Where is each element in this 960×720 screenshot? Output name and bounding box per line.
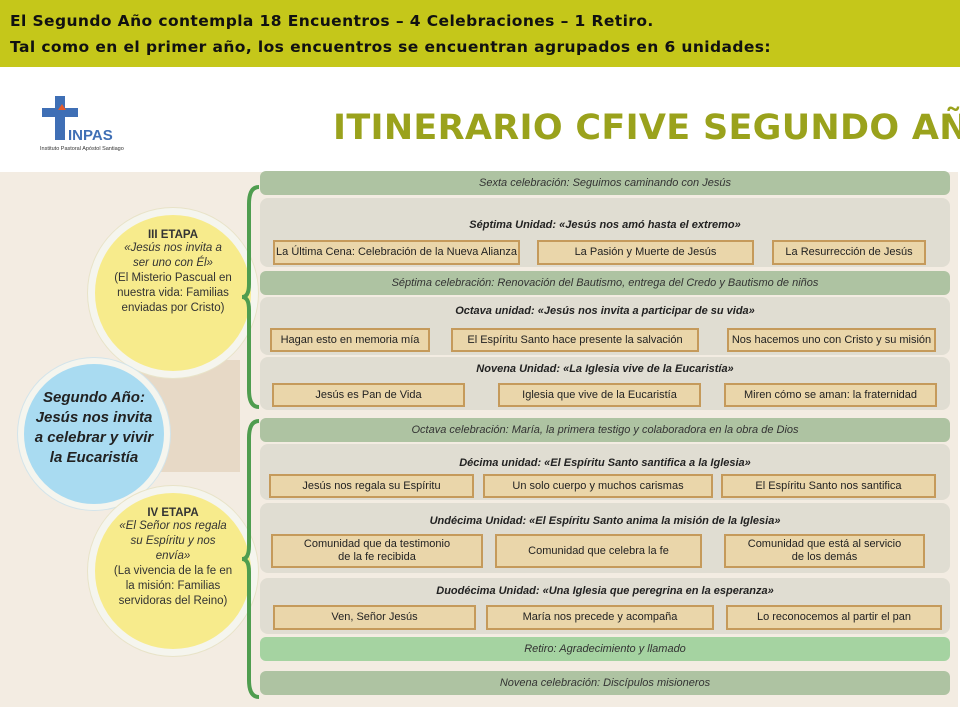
etapa-4-description: (La vivencia de la fe en la misión: Fami… (113, 565, 233, 607)
decima-unidad-title: Décima unidad: «El Espíritu Santo santif… (459, 457, 751, 469)
brace-etapa-4 (241, 419, 260, 699)
banner-line-2: Tal como en el primer año, los encuentro… (10, 38, 771, 56)
encuentro-box: Ven, Señor Jesús (273, 605, 476, 630)
encuentro-box: María nos precede y acompaña (486, 605, 714, 630)
septima-celebracion: Séptima celebración: Renovación del Baut… (260, 271, 950, 295)
encuentro-box: Comunidad que celebra la fe (495, 534, 702, 568)
etapa-4-title: IV ETAPA (147, 507, 199, 519)
segundo-ano-circle: Segundo Año: Jesús nos invita a celebrar… (18, 358, 170, 510)
etapa-4-quote: «El Señor nos regala su Espíritu y nos e… (119, 520, 227, 562)
etapa-3-title: III ETAPA (147, 229, 199, 241)
etapa-3-circle: III ETAPA «Jesús nos invita a ser uno co… (88, 208, 258, 378)
retiro: Retiro: Agradecimiento y llamado (260, 637, 950, 661)
encuentro-box: La Última Cena: Celebración de la Nueva … (273, 240, 520, 265)
header-banner: El Segundo Año contempla 18 Encuentros –… (0, 0, 960, 67)
encuentro-box: Jesús es Pan de Vida (272, 383, 465, 407)
septima-unidad-title: Séptima Unidad: «Jesús nos amó hasta el … (469, 219, 741, 231)
duodecima-unidad-title: Duodécima Unidad: «Una Iglesia que pereg… (436, 585, 774, 597)
logo-text: INPAS (68, 127, 113, 144)
encuentro-box: Iglesia que vive de la Eucaristía (498, 383, 701, 407)
etapa-3-description: (El Misterio Pascual en nuestra vida: Fa… (114, 272, 232, 314)
encuentro-box: Un solo cuerpo y muchos carismas (483, 474, 713, 498)
encuentro-box: Comunidad que da testimonio de la fe rec… (271, 534, 483, 568)
novena-celebracion: Novena celebración: Discípulos misionero… (260, 671, 950, 695)
encuentro-box: Lo reconocemos al partir el pan (726, 605, 942, 630)
segundo-ano-text: Segundo Año: Jesús nos invita a celebrar… (34, 389, 154, 466)
octava-celebracion: Octava celebración: María, la primera te… (260, 418, 950, 442)
brace-etapa-3 (241, 185, 260, 409)
encuentro-box: El Espíritu Santo nos santifica (721, 474, 936, 498)
page-title: ITINERARIO CFIVE SEGUNDO AÑO (333, 108, 960, 148)
octava-unidad-title: Octava unidad: «Jesús nos invita a parti… (455, 305, 755, 317)
banner-line-1: El Segundo Año contempla 18 Encuentros –… (10, 12, 654, 30)
encuentro-box: Miren cómo se aman: la fraternidad (724, 383, 937, 407)
encuentro-box: Hagan esto en memoria mía (270, 328, 430, 352)
encuentro-box: Jesús nos regala su Espíritu (269, 474, 474, 498)
etapa-4-circle: IV ETAPA «El Señor nos regala su Espírit… (88, 486, 258, 656)
sexta-celebracion: Sexta celebración: Seguimos caminando co… (260, 171, 950, 195)
encuentro-box: Comunidad que está al servicio de los de… (724, 534, 925, 568)
encuentro-box: El Espíritu Santo hace presente la salva… (451, 328, 699, 352)
encuentro-box: La Resurrección de Jesús (772, 240, 926, 265)
etapa-3-quote: «Jesús nos invita a ser uno con Él» (124, 242, 222, 269)
inpas-logo: INPAS (42, 96, 113, 144)
encuentro-box: Nos hacemos uno con Cristo y su misión (727, 328, 936, 352)
encuentro-box: La Pasión y Muerte de Jesús (537, 240, 754, 265)
logo-caption: Instituto Pastoral Apóstol Santiago (40, 146, 124, 152)
novena-unidad-title: Novena Unidad: «La Iglesia vive de la Eu… (476, 363, 734, 375)
undecima-unidad-title: Undécima Unidad: «El Espíritu Santo anim… (429, 515, 781, 527)
